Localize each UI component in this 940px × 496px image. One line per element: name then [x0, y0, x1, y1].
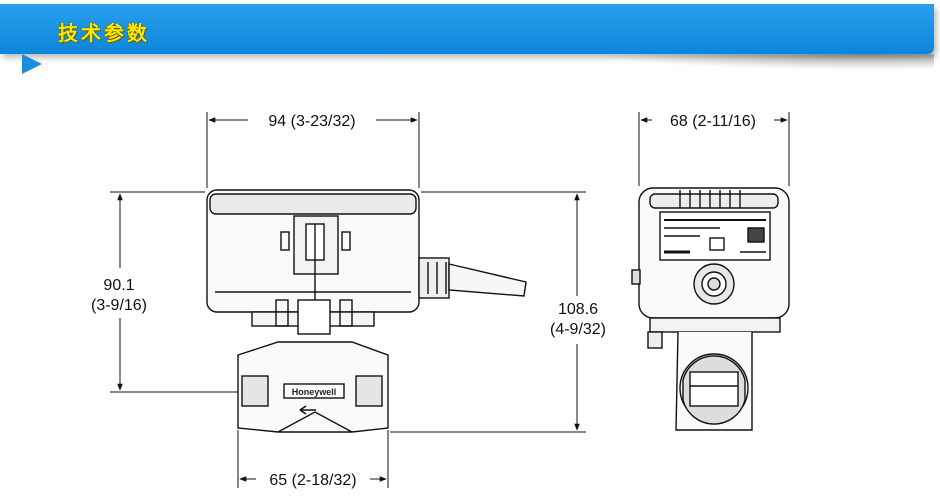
dimension-height-total-in: (4-9/32) — [550, 321, 606, 338]
dimension-height-body-in: (3-9/16) — [91, 297, 147, 314]
side-view-actuator — [631, 187, 790, 349]
dimension-lines-side — [638, 112, 790, 186]
dimension-height-total-mm: 108.6 — [558, 301, 598, 318]
front-view-valve-body — [237, 341, 389, 433]
dimension-lines-front — [110, 112, 586, 488]
section-header-bar: 技术参数 — [0, 4, 934, 54]
header-shadow — [600, 54, 934, 70]
dimension-top-width: 94 (3-23/32) — [268, 113, 355, 130]
dimension-height-body-mm: 90.1 — [103, 277, 134, 294]
side-view-valve-body — [675, 331, 753, 431]
honeywell-logo: Honeywell — [292, 387, 337, 397]
header-arrow-icon — [22, 54, 42, 74]
section-title: 技术参数 — [58, 23, 150, 45]
front-view-actuator — [206, 189, 527, 335]
dimension-bottom-width: 65 (2-18/32) — [269, 472, 356, 489]
dimension-side-width: 68 (2-11/16) — [670, 113, 756, 130]
